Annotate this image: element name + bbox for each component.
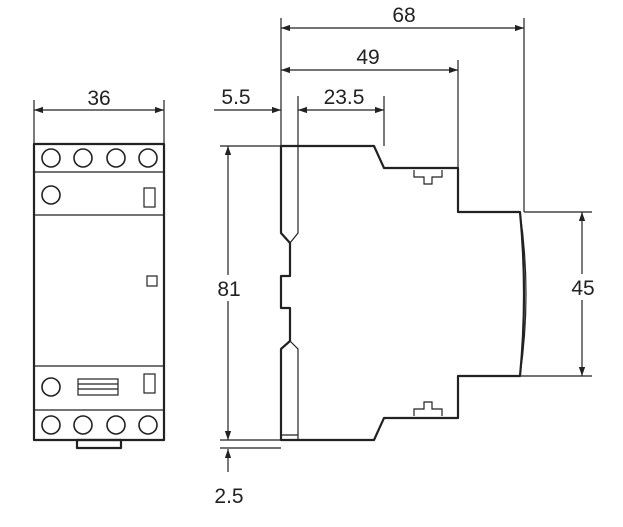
dim-label-front-height: 45 (571, 277, 594, 300)
side-body-outline (279, 144, 526, 442)
indicator-window-top (143, 187, 156, 208)
indicator-window-bottom (143, 373, 156, 394)
dim-label-depth-to-step: 49 (356, 46, 379, 69)
coil-terminal-top (41, 185, 61, 205)
top-latch (413, 170, 443, 185)
dim-label-front-height-bg (566, 274, 600, 300)
front-view: 36 (32, 87, 166, 450)
dim-label-height-bg (212, 275, 244, 301)
dim-label-rail-offset: 5.5 (221, 86, 250, 109)
manual-switch (77, 378, 119, 396)
dim-label-overall-depth: 68 (392, 4, 415, 27)
terminal-screw-top-1 (41, 148, 61, 168)
bottom-latch (413, 401, 443, 416)
front-face-curve (519, 211, 527, 377)
terminal-screw-bottom-2 (73, 415, 93, 435)
terminal-screw-top-2 (73, 148, 93, 168)
terminal-screw-top-4 (138, 148, 158, 168)
dim-label-bottom-offset: 2.5 (214, 485, 243, 508)
dim-label-width: 36 (87, 87, 110, 110)
mid-marker (146, 275, 158, 287)
rail-clip-inner-bottom (289, 340, 299, 440)
dim-label-height: 81 (217, 278, 240, 301)
coil-terminal-bottom (41, 377, 61, 397)
side-view: 68 49 5.5 23.5 81 2.5 45 (212, 4, 600, 508)
din-clip-tab (75, 438, 123, 450)
terminal-screw-bottom-4 (138, 415, 158, 435)
terminal-screw-top-3 (106, 148, 126, 168)
terminal-screw-bottom-3 (106, 415, 126, 435)
terminal-screw-bottom-1 (41, 415, 61, 435)
dim-label-rail-to-body: 23.5 (324, 86, 365, 109)
rail-clip-inner (289, 146, 299, 244)
